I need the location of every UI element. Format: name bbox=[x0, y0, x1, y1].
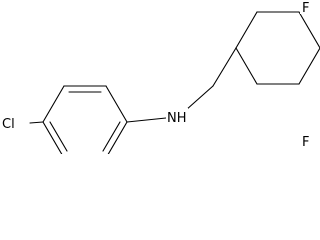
ring-b-bond-1 bbox=[235, 11, 258, 49]
atom-fluorine-top: F bbox=[300, 0, 314, 16]
ring-b-bond-3 bbox=[298, 11, 320, 49]
atom-chlorine: Cl bbox=[0, 114, 27, 132]
amine-label: NH bbox=[167, 111, 187, 126]
fluorine-top-label: F bbox=[302, 1, 309, 16]
ring-b-bond-6 bbox=[235, 47, 258, 85]
difluorophenyl-ring bbox=[235, 11, 320, 85]
n-ch2-bond bbox=[185, 85, 214, 111]
atom-amine: NH bbox=[166, 108, 188, 126]
ring-a-bond-3 bbox=[105, 85, 128, 123]
ch2-ring-bond bbox=[212, 47, 237, 87]
ring-a-bond-6 bbox=[42, 121, 63, 154]
ring-a-double-bond-2 bbox=[102, 121, 121, 152]
ring-b-bond-4 bbox=[298, 47, 320, 85]
c-n-bond bbox=[126, 117, 167, 123]
chemical-structure-diagram: Cl NH F F bbox=[0, 0, 320, 154]
c-cl-bond bbox=[29, 121, 44, 124]
ring-a-bond-1 bbox=[42, 85, 65, 123]
fluorine-bottom-label: F bbox=[302, 135, 309, 150]
ring-a-double-bond-3 bbox=[49, 121, 68, 152]
chlorophenyl-ring bbox=[42, 85, 128, 154]
ring-a-bond-4 bbox=[107, 121, 128, 154]
atom-fluorine-bottom: F bbox=[301, 132, 315, 150]
chlorine-label: Cl bbox=[2, 117, 15, 132]
